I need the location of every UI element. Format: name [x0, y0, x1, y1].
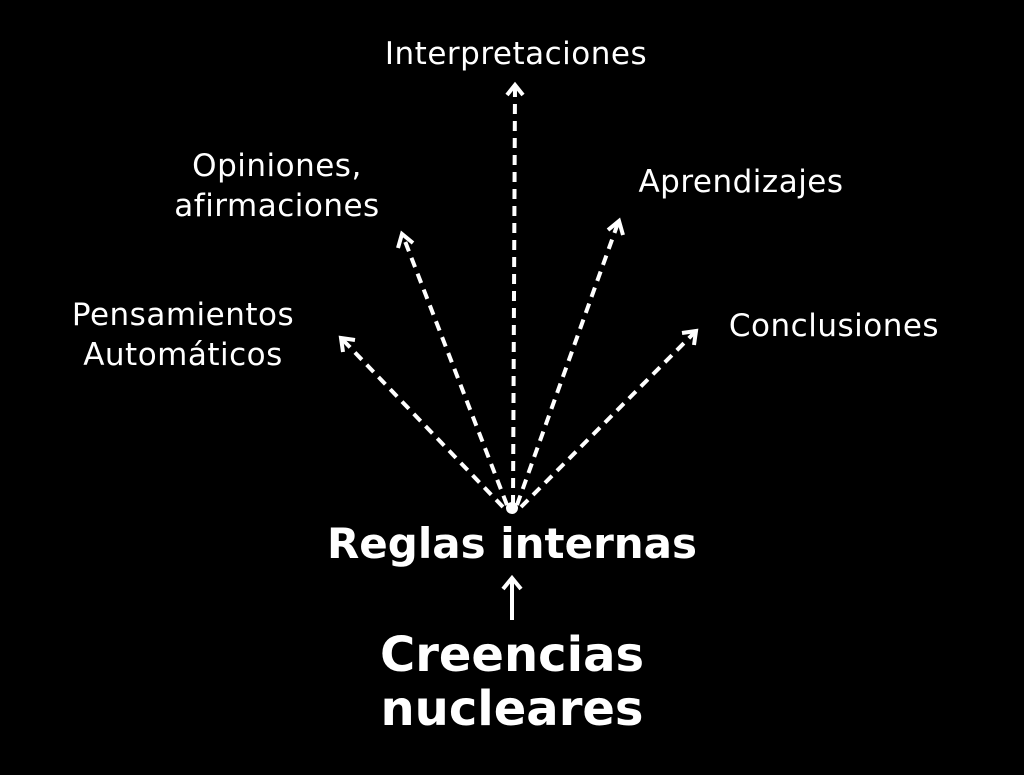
arrow-creencias-to-reglas	[501, 574, 523, 620]
label-conclusiones: Conclusiones	[728, 308, 940, 344]
label-interpretaciones: Interpretaciones	[384, 36, 648, 72]
label-pensamientos: Pensamientos Automáticos	[71, 297, 295, 373]
origin-node	[506, 502, 518, 514]
label-opiniones: Opiniones, afirmaciones	[174, 148, 380, 224]
arrow-interpretaciones	[505, 81, 525, 506]
arrow-aprendizajes	[515, 217, 625, 506]
label-aprendizajes: Aprendizajes	[638, 164, 844, 200]
label-creencias-nucleares: Creencias nucleares	[379, 627, 645, 737]
arrow-pensamientos	[338, 335, 505, 509]
arrow-opiniones	[396, 230, 509, 506]
label-reglas-internas: Reglas internas	[326, 519, 698, 568]
arrow-conclusiones	[519, 328, 699, 509]
